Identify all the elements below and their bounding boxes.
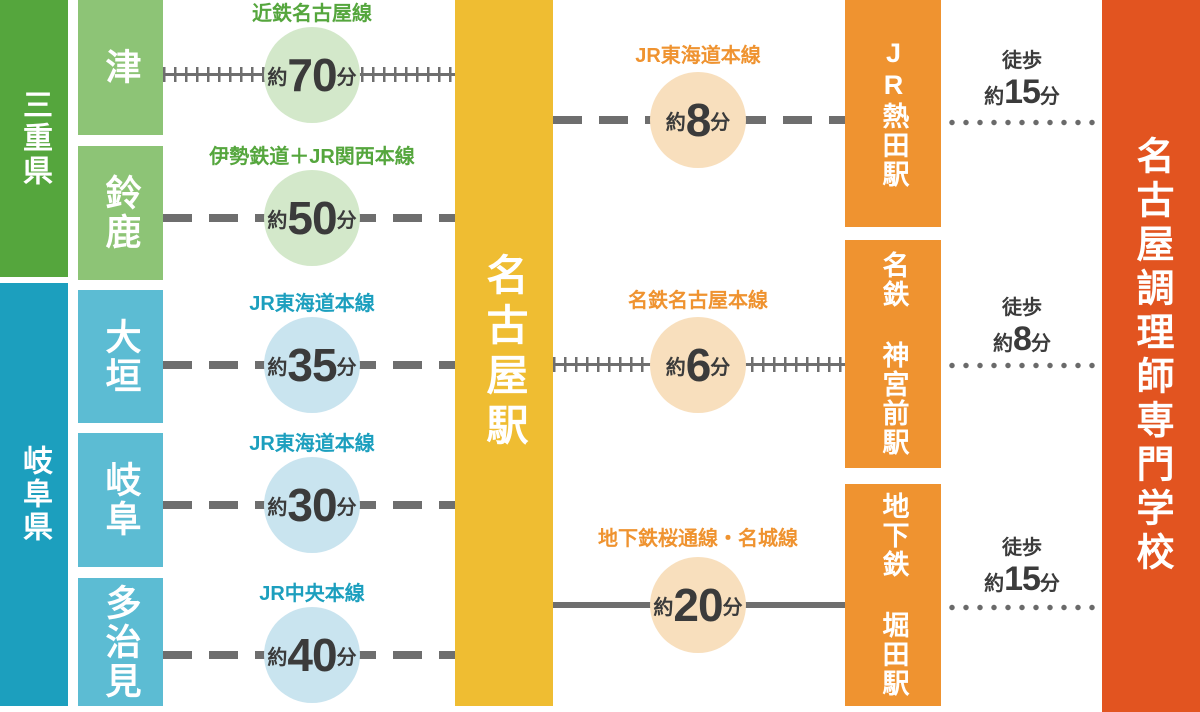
line-name-label: JR東海道本線 [635,45,761,67]
time-approx: 約 [665,356,686,379]
time-value: 30 [287,479,337,531]
walk-dotted-line [945,604,1098,611]
line-name-label: JR中央本線 [259,583,365,605]
walk-time: 約8分 [942,320,1102,358]
walk-approx: 約 [984,86,1005,108]
prefecture-bar-mie: 三重県 [0,0,68,277]
prefecture-bar-gifu: 岐阜県 [0,283,68,706]
time-unit: 分 [336,209,357,232]
time-unit: 分 [336,496,357,519]
time-value: 70 [287,49,337,101]
line-name-label: JR東海道本線 [249,293,375,315]
time-approx: 約 [653,596,674,619]
walk-unit: 分 [1039,573,1060,595]
destination-school-label: 名古屋調理師専門学校 [1130,136,1172,576]
walk-value: 15 [1004,560,1041,598]
time-unit: 分 [336,356,357,379]
city-label: 大垣 [100,317,142,396]
line-name-label: 伊勢鉄道＋JR関西本線 [209,146,415,168]
time-approx: 約 [267,356,288,379]
time-value: 35 [287,339,337,391]
line-name-label: 地下鉄桜通線・名城線 [598,528,798,550]
walk-value: 15 [1004,73,1041,111]
walk-approx: 約 [984,573,1005,595]
city-label: 多治見 [100,583,142,701]
prefecture-label: 三重県 [18,89,51,188]
station-label: JR熱田駅 [878,38,909,189]
walk-dotted-line [945,362,1098,369]
time-value: 8 [685,94,712,146]
time-value: 50 [287,192,337,244]
time-approx: 約 [267,496,288,519]
time-approx: 約 [665,111,686,134]
station-box-jr-atsuta: JR熱田駅 [845,0,941,227]
time-approx: 約 [267,66,288,89]
city-box-tajimi: 多治見 [78,578,163,706]
time-value: 6 [685,339,712,391]
walk-label: 徒歩 [1002,537,1042,559]
walk-dotted-line [945,119,1098,126]
line-name-label: JR東海道本線 [249,433,375,455]
walk-value: 8 [1013,320,1032,358]
destination-school-box: 名古屋調理師専門学校 [1102,0,1200,712]
time-unit: 分 [722,596,743,619]
walk-unit: 分 [1039,86,1060,108]
city-label: 岐阜 [100,461,142,539]
prefecture-label: 岐阜県 [18,445,51,544]
time-value: 20 [673,579,723,631]
station-label: 名鉄 神宮前駅 [878,251,909,457]
walk-approx: 約 [993,333,1014,355]
walk-unit: 分 [1030,333,1051,355]
station-box-subway-horita: 地下鉄 堀田駅 [845,484,941,706]
city-label: 鈴鹿 [100,174,142,252]
time-approx: 約 [267,646,288,669]
city-label: 津 [100,48,142,87]
time-unit: 分 [710,356,731,379]
city-box-tsu: 津 [78,0,163,135]
time-unit: 分 [336,66,357,89]
time-unit: 分 [336,646,357,669]
walk-time: 約15分 [942,73,1102,111]
line-name-label: 近鉄名古屋線 [252,3,372,25]
walk-time: 約15分 [942,560,1102,598]
hub-station-box-nagoya: 名古屋駅 [455,0,553,706]
city-box-suzuka: 鈴鹿 [78,146,163,280]
line-name-label: 名鉄名古屋本線 [628,290,768,312]
time-approx: 約 [267,209,288,232]
station-box-meitetsu-jingumae: 名鉄 神宮前駅 [845,240,941,468]
walk-time-block: 徒歩 約15分 [942,535,1102,598]
city-box-gifu: 岐阜 [78,433,163,567]
hub-station-label: 名古屋駅 [481,253,528,453]
walk-label: 徒歩 [1002,297,1042,319]
station-label: 地下鉄 堀田駅 [878,492,909,698]
walk-label: 徒歩 [1002,50,1042,72]
walk-time-block: 徒歩 約15分 [942,48,1102,111]
time-value: 40 [287,629,337,681]
city-box-ogaki: 大垣 [78,290,163,423]
time-unit: 分 [710,111,731,134]
walk-time-block: 徒歩 約8分 [942,295,1102,358]
